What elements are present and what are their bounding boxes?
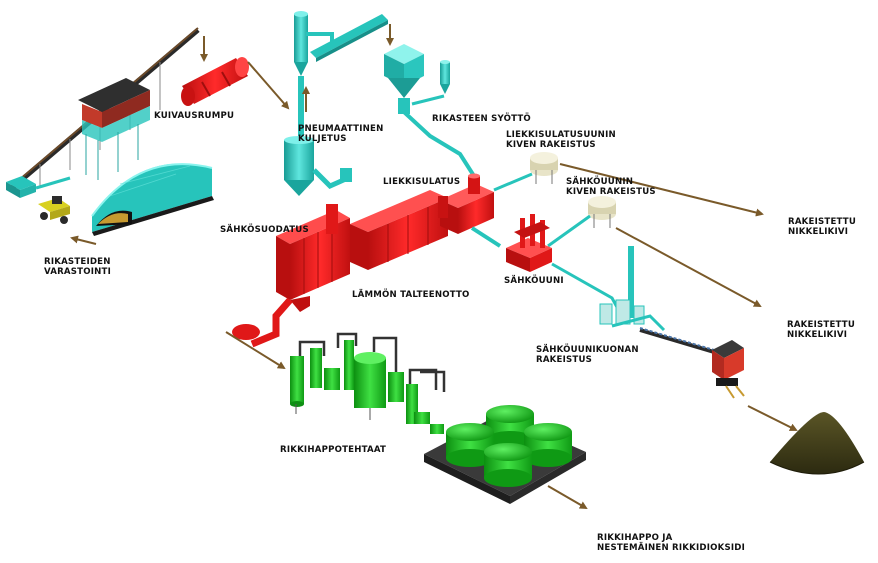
label-acid-and-so2: RIKKIHAPPO JA NESTEMÄINEN RIKKIDIOKSIDI bbox=[597, 533, 745, 553]
arrow-matte-1 bbox=[559, 163, 764, 217]
concentrate-feed bbox=[384, 44, 476, 178]
arrow-acid-out bbox=[547, 485, 588, 510]
acid-tank-farm bbox=[424, 405, 586, 504]
concentrate-storage-area bbox=[6, 27, 214, 236]
electric-furnace bbox=[470, 214, 552, 272]
label-flash-smelting: LIEKKISULATUS bbox=[383, 177, 461, 187]
slag-granulation bbox=[551, 246, 865, 475]
label-pneumatic-conveying: PNEUMAATTINEN KULJETUS bbox=[298, 124, 384, 144]
label-granulated-matte-1: RAKEISTETTU NIKKELIKIVI bbox=[788, 217, 857, 237]
arrow-to-storage bbox=[70, 235, 97, 245]
label-concentrate-feed: RIKASTEEN SYÖTTÖ bbox=[432, 114, 531, 124]
arrow-drum-to-pneumatic bbox=[247, 61, 290, 110]
pneumatic-conveying bbox=[284, 11, 388, 196]
label-sulphuric-acid-plants: RIKKIHAPPOTEHTAAT bbox=[280, 445, 387, 455]
arrow-matte-2 bbox=[615, 227, 762, 307]
label-concentrate-storage: RIKASTEIDEN VARASTOINTI bbox=[44, 257, 111, 277]
sulphuric-acid-plants bbox=[290, 332, 446, 434]
arrow-to-acid-plant bbox=[225, 331, 286, 370]
label-granulated-matte-2: RAKEISTETTU NIKKELIKIVI bbox=[787, 320, 856, 340]
matte-granulation bbox=[493, 152, 616, 248]
label-heat-recovery: LÄMMÖN TALTEENOTTO bbox=[352, 290, 470, 300]
flash-smelting-complex bbox=[232, 173, 494, 348]
label-electric-furnace: SÄHKÖUUNI bbox=[504, 276, 564, 286]
label-flash-matte-granulation: LIEKKISULATUSUUNIN KIVEN RAKEISTUS bbox=[506, 130, 616, 150]
label-slag-granulation: SÄHKÖUUNIKUONAN RAKEISTUS bbox=[536, 345, 639, 365]
label-drying-drum: KUIVAUSRUMPU bbox=[154, 111, 235, 121]
label-electric-matte-granulation: SÄHKÖUUNIN KIVEN RAKEISTUS bbox=[566, 177, 656, 197]
drying-drum bbox=[181, 57, 249, 106]
arrow-to-slag-pile bbox=[747, 405, 798, 431]
label-electrostatic-precipitation: SÄHKÖSUODATUS bbox=[220, 225, 309, 235]
flow-arrows bbox=[70, 24, 798, 510]
